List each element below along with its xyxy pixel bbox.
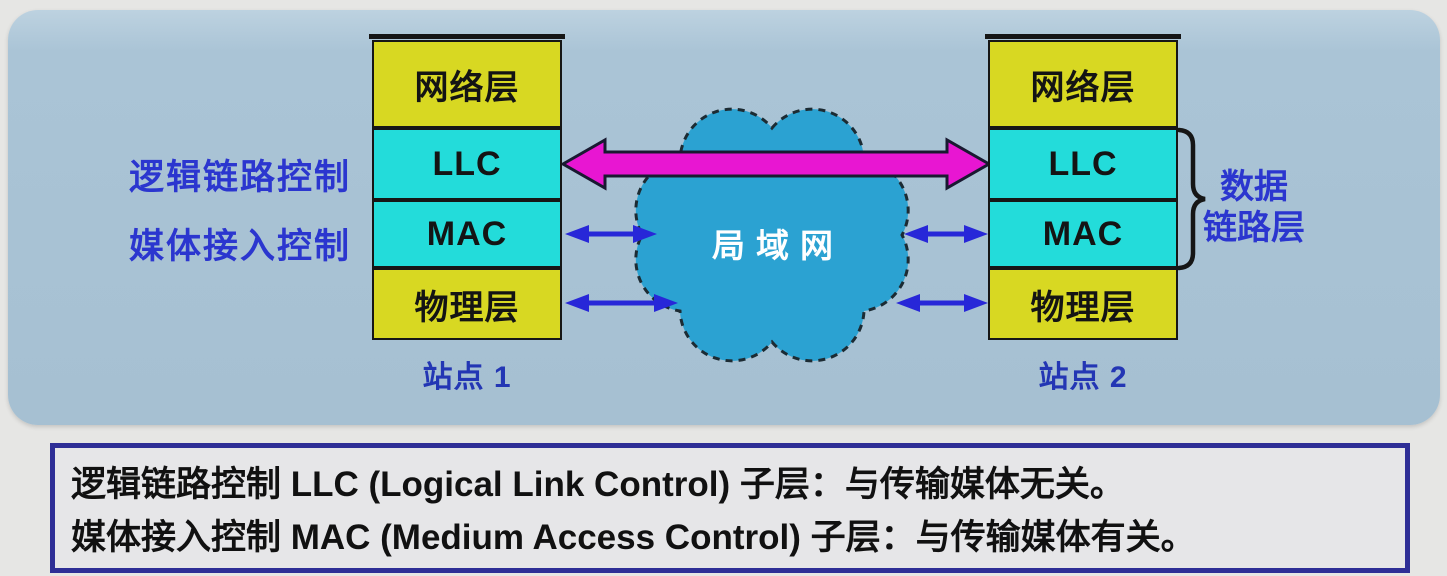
station1-physical-layer: 物理层	[372, 268, 562, 340]
note-line-llc: 逻辑链路控制 LLC (Logical Link Control) 子层：与传输…	[71, 465, 1125, 504]
station1-network-layer: 网络层	[372, 40, 562, 128]
station1-mac-layer: MAC	[372, 200, 562, 268]
note-line-mac: 媒体接入控制 MAC (Medium Access Control) 子层：与传…	[71, 518, 1196, 557]
station1-topline	[369, 34, 565, 39]
lan-cloud-label: 局域网	[712, 227, 844, 264]
datalink-layer-label-line2: 链路层	[1203, 209, 1305, 247]
station2-topline	[985, 34, 1181, 39]
station1-caption: 站点 1	[422, 361, 512, 394]
station1-llc-layer: LLC	[372, 128, 562, 200]
station2-physical-layer: 物理层	[988, 268, 1178, 340]
llc-side-label: 逻辑链路控制	[129, 158, 352, 197]
datalink-layer-label: 数据 链路层	[1190, 167, 1318, 249]
datalink-layer-label-line1: 数据	[1220, 168, 1288, 206]
station2-llc-layer: LLC	[988, 128, 1178, 200]
station2-network-layer: 网络层	[988, 40, 1178, 128]
mac-side-label: 媒体接入控制	[129, 227, 352, 266]
station2-mac-layer: MAC	[988, 200, 1178, 268]
note-box: 逻辑链路控制 LLC (Logical Link Control) 子层：与传输…	[50, 443, 1410, 573]
station2-caption: 站点 2	[1038, 361, 1128, 394]
